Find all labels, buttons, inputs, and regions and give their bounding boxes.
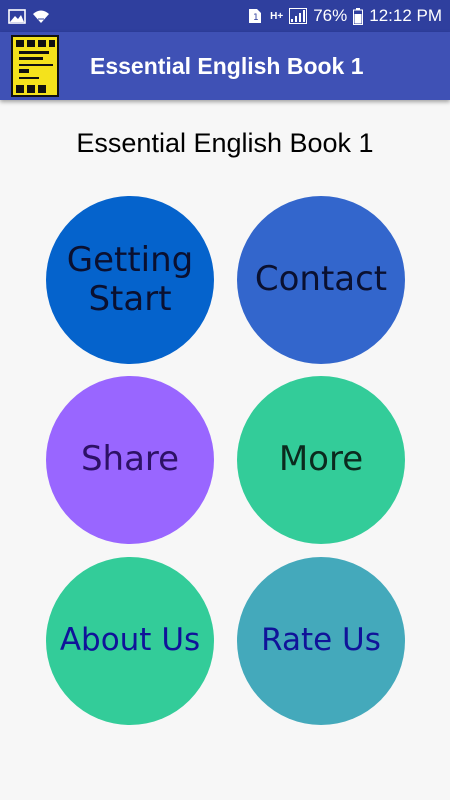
svg-text:1: 1 (253, 13, 259, 23)
more-button[interactable]: More (237, 376, 405, 544)
status-left (8, 8, 50, 24)
share-label: Share (80, 439, 180, 480)
image-icon (8, 8, 26, 24)
about-us-button[interactable]: About Us (46, 557, 214, 725)
battery-icon (353, 7, 364, 25)
status-right: 1 H+ 76% 12:12 PM (246, 6, 442, 26)
more-label: More (278, 439, 364, 480)
status-bar: 1 H+ 76% 12:12 PM (0, 0, 450, 32)
signal-icon (289, 8, 308, 24)
rate-us-label: Rate Us (261, 622, 381, 659)
about-us-label: About Us (59, 622, 201, 659)
rate-us-button[interactable]: Rate Us (237, 557, 405, 725)
app-bar: Essential English Book 1 (0, 32, 450, 100)
getting-start-label: Getting Start (66, 239, 194, 319)
clock: 12:12 PM (369, 6, 442, 25)
getting-start-button[interactable]: Getting Start (46, 196, 214, 364)
contact-label: Contact (254, 259, 388, 300)
share-button[interactable]: Share (46, 376, 214, 544)
contact-button[interactable]: Contact (237, 196, 405, 364)
battery-percent: 76% (313, 6, 348, 25)
wifi-icon (32, 8, 50, 24)
sim-icon: 1 (246, 8, 264, 24)
book-cover-icon (11, 35, 59, 97)
app-title: Essential English Book 1 (90, 52, 364, 79)
page-heading: Essential English Book 1 (76, 128, 374, 158)
network-type-label: H+ (270, 10, 284, 22)
